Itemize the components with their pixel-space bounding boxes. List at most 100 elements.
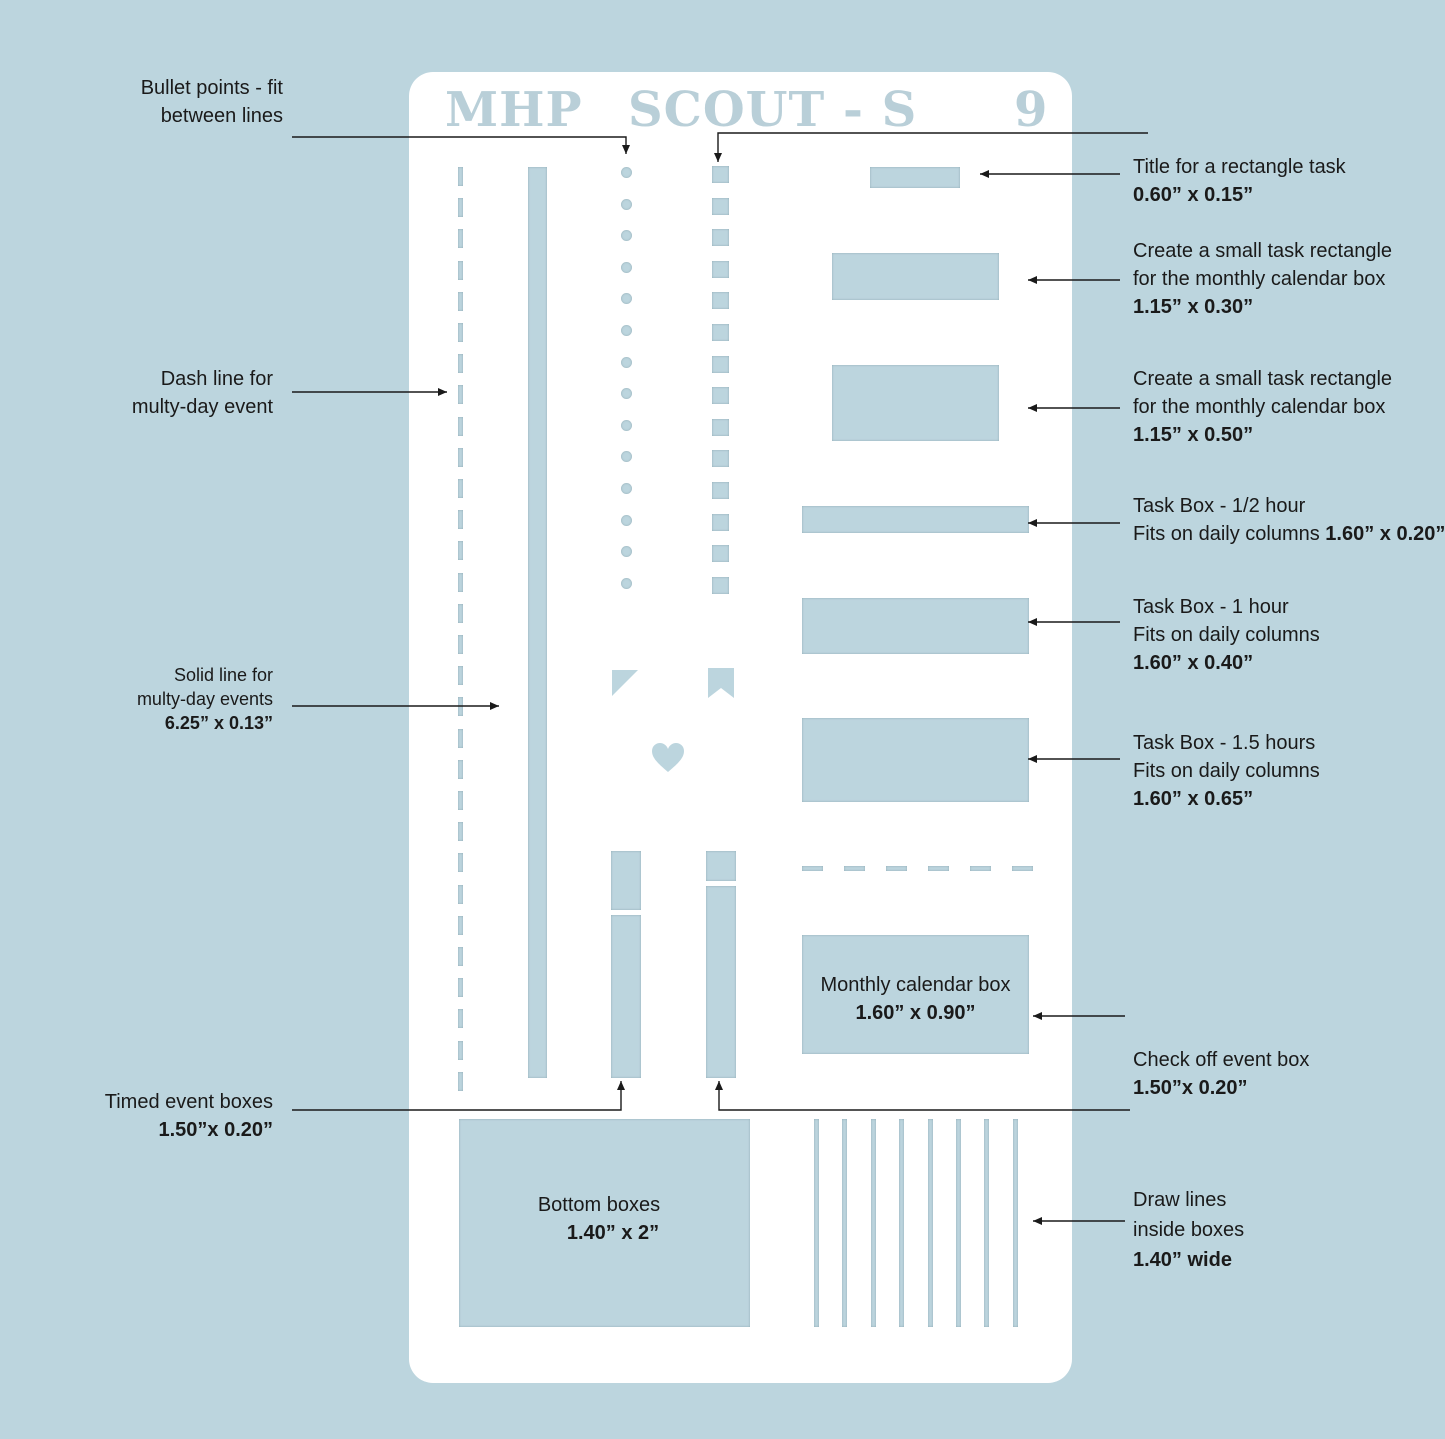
bullet-points-line1: Bullet points - fit: [140, 77, 283, 99]
check-off-box-top: [706, 851, 736, 881]
square-bullet: [712, 355, 729, 373]
task-onehalf-line2: Fits on daily columns: [1133, 760, 1320, 782]
stencil-title-number: 9: [1014, 82, 1049, 138]
corner-triangle-icon: [612, 670, 638, 696]
draw-lines-size: 1.40” wide: [1133, 1249, 1232, 1271]
check-off-event-box: [706, 886, 736, 1078]
square-bullet: [712, 450, 729, 468]
bullet-dot: [621, 388, 632, 400]
draw-line: [814, 1119, 819, 1327]
task-one-size: 1.60” x 0.40”: [1133, 652, 1254, 674]
solid-line-line2: multy-day events: [136, 689, 273, 709]
draw-line: [899, 1119, 905, 1327]
dash-segment: [458, 1071, 463, 1091]
small-task-2-line1: Create a small task rectangle: [1133, 368, 1393, 390]
draw-line: [870, 1119, 876, 1327]
task-box-one-hour: [802, 598, 1029, 654]
stencil-title-brand: MHP: [445, 82, 583, 138]
task-box-half-hour: [802, 506, 1029, 533]
bullet-dot: [621, 451, 632, 463]
solid-line-line1: Solid line for: [173, 665, 273, 685]
dash-segment: [458, 354, 463, 374]
annotation-task-onehalf: Task Box - 1.5 hours Fits on daily colum…: [1133, 729, 1320, 813]
timed-event-box-top: [611, 851, 641, 910]
task-onehalf-size: 1.60” x 0.65”: [1133, 788, 1254, 810]
dash-segment: [458, 635, 463, 654]
dash-segment: [1012, 866, 1033, 871]
annotation-solid-line: Solid line for multy-day events 6.25” x …: [137, 663, 273, 735]
bottom-box-label: Bottom boxes 1.40” x 2”: [519, 1191, 679, 1247]
dash-segment: [458, 603, 463, 623]
bullet-dot: [621, 261, 632, 273]
title-rect-line1: Title for a rectangle task: [1133, 156, 1346, 178]
monthly-box-title: Monthly calendar box: [820, 974, 1011, 996]
bookmark-icon: [708, 668, 734, 698]
dash-line-line1: Dash line for: [160, 368, 273, 390]
annotation-small-task-1: Create a small task rectangle for the mo…: [1133, 237, 1392, 321]
dash-segment: [458, 385, 463, 405]
dash-segment: [970, 866, 991, 871]
task-one-line2: Fits on daily columns: [1133, 624, 1320, 646]
dash-segment: [458, 947, 463, 966]
annotation-timed-event: Timed event boxes 1.50”x 0.20”: [105, 1088, 273, 1144]
small-task-rectangle-030: [832, 253, 999, 300]
annotation-dash-line: Dash line for multy-day event: [132, 365, 273, 421]
draw-line: [984, 1119, 990, 1327]
small-task-2-line2: for the monthly calendar box: [1133, 396, 1386, 418]
solid-line-size: 6.25” x 0.13”: [164, 713, 273, 733]
title-rect-size: 0.60” x 0.15”: [1133, 184, 1254, 206]
bullet-dot: [621, 198, 632, 210]
draw-line: [842, 1119, 848, 1327]
solid-line-cutout: [528, 167, 547, 1078]
task-half-line1: Task Box - 1/2 hour: [1133, 495, 1306, 517]
square-bullet: [712, 324, 729, 341]
task-box-one-and-half-hour: [802, 718, 1029, 802]
task-onehalf-line1: Task Box - 1.5 hours: [1133, 732, 1316, 754]
dash-segment: [458, 291, 463, 311]
dash-segment: [458, 1040, 463, 1060]
dash-segment: [458, 791, 463, 810]
dash-segment: [458, 853, 463, 873]
square-bullet: [712, 292, 729, 310]
task-half-size: 1.60” x 0.20”: [1325, 523, 1445, 545]
timed-event-size: 1.50”x 0.20”: [158, 1119, 273, 1141]
dash-segment: [458, 447, 463, 467]
dash-segment: [458, 167, 463, 186]
square-bullet: [712, 545, 729, 563]
dash-segment: [802, 866, 823, 871]
bullet-dot: [621, 293, 632, 305]
bullet-dot: [621, 577, 632, 589]
annotation-title-rect: Title for a rectangle task 0.60” x 0.15”: [1133, 153, 1346, 209]
bottom-box: [459, 1119, 750, 1327]
draw-line: [956, 1119, 961, 1327]
bottom-box-title: Bottom boxes: [537, 1194, 661, 1216]
dash-segment: [844, 866, 865, 871]
small-task-1-size: 1.15” x 0.30”: [1133, 296, 1254, 318]
monthly-calendar-box-label: Monthly calendar box 1.60” x 0.90”: [802, 971, 1029, 1027]
square-bullet: [712, 513, 729, 531]
dash-segment: [458, 822, 463, 842]
bullet-dot: [621, 483, 632, 494]
annotation-task-half: Task Box - 1/2 hour Fits on daily column…: [1133, 492, 1445, 548]
annotation-small-task-2: Create a small task rectangle for the mo…: [1133, 365, 1392, 449]
timed-event-box: [611, 915, 641, 1078]
bullet-dot: [621, 167, 632, 178]
dash-segment: [458, 978, 463, 998]
dash-segment: [458, 572, 463, 592]
dash-line-line2: multy-day event: [131, 396, 273, 418]
dash-segment: [458, 728, 463, 748]
small-task-1-line2: for the monthly calendar box: [1133, 268, 1386, 290]
annotation-draw-lines: Draw lines inside boxes 1.40” wide: [1133, 1185, 1244, 1275]
dash-segment: [458, 541, 463, 561]
bottom-box-size: 1.40” x 2”: [566, 1222, 660, 1244]
dash-segment: [458, 697, 463, 717]
task-one-line1: Task Box - 1 hour: [1133, 596, 1289, 618]
annotation-bullet-points: Bullet points - fit between lines: [141, 74, 283, 130]
check-off-line1: Check off event box: [1133, 1049, 1310, 1071]
annotation-task-one: Task Box - 1 hour Fits on daily columns …: [1133, 593, 1320, 677]
draw-lines-line1: Draw lines: [1133, 1189, 1227, 1211]
dash-segment: [886, 866, 907, 871]
small-task-rectangle-050: [832, 365, 999, 441]
monthly-box-size: 1.60” x 0.90”: [855, 1002, 976, 1024]
monthly-calendar-box: [802, 935, 1029, 1054]
